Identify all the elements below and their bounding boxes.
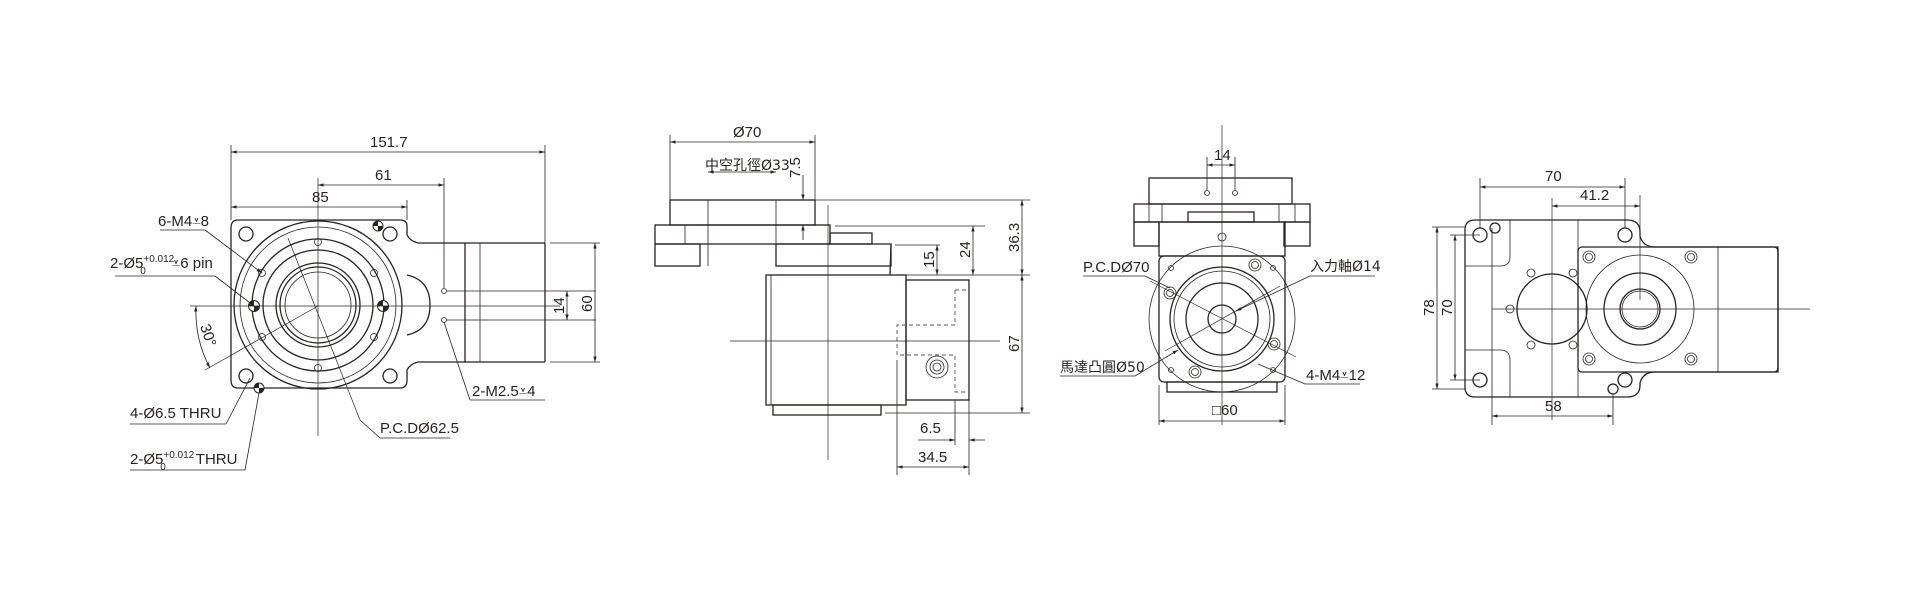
dim-step: 7.5 <box>787 157 804 178</box>
dim-center-to-bolt: 61 <box>375 167 392 184</box>
motor-view: 14 □60 P.C.DØ70 入力軸Ø14 馬達凸圓Ø50 4-M4⩡12 <box>1060 125 1381 425</box>
dim-6-5: 6.5 <box>920 420 941 437</box>
dim-bottom-70: 70 <box>1545 168 1562 185</box>
dim-height: 60 <box>579 295 596 312</box>
dim-hollow-bore: 中空孔徑Ø33 <box>705 158 790 174</box>
callout-input-shaft: 入力軸Ø14 <box>1310 259 1381 275</box>
dim-overall-width: 151.7 <box>370 134 408 151</box>
callout-motor-pcd: P.C.DØ70 <box>1083 259 1149 276</box>
dim-24: 24 <box>957 241 974 258</box>
dim-bottom-41-2: 41.2 <box>1580 187 1609 204</box>
callout-thru-holes: 4-Ø6.5 THRU <box>130 405 221 422</box>
callout-small-tap: 2-M2.5 <box>472 383 519 400</box>
callout-pin-thru: 2-Ø5 <box>130 451 163 468</box>
dim-15: 15 <box>921 251 938 268</box>
callout-pin-holes: 2-Ø5 <box>110 255 143 272</box>
dim-67: 67 <box>1006 335 1023 352</box>
dim-hole-spacing: 14 <box>551 297 568 314</box>
pin-marker <box>253 382 265 394</box>
side-view: Ø70 中空孔徑Ø33 7.5 15 24 36.3 67 6.5 34.5 <box>654 124 1030 475</box>
bottom-view: 70 41.2 78 70 58 <box>1421 168 1810 425</box>
dim-angle: 30° <box>196 322 219 349</box>
dim-motor-square: □60 <box>1212 402 1238 419</box>
dim-36-3: 36.3 <box>1006 223 1023 252</box>
callout-pcd: P.C.DØ62.5 <box>380 420 459 437</box>
dim-top-spacing: 14 <box>1214 147 1231 164</box>
dim-bottom-58: 58 <box>1545 398 1562 415</box>
callout-tapped-holes: 6-M4 <box>158 213 192 230</box>
callout-motor-tap: 4-M4 <box>1306 367 1340 384</box>
svg-text:4-M4⩡12: 4-M4⩡12 <box>1306 367 1365 384</box>
dim-bottom-70v: 70 <box>1439 299 1456 316</box>
dim-bottom-78: 78 <box>1421 299 1438 316</box>
dim-34-5: 34.5 <box>918 449 947 466</box>
svg-text:6-M4⩡8: 6-M4⩡8 <box>158 213 209 230</box>
dim-flange-width: 85 <box>312 189 329 206</box>
svg-text:2-M2.5⩡4: 2-M2.5⩡4 <box>472 383 536 400</box>
front-body-outline <box>230 219 466 389</box>
dim-flange-dia: Ø70 <box>733 124 761 141</box>
callout-motor-boss: 馬達凸圓Ø50 <box>1060 360 1145 376</box>
pin-marker <box>372 220 384 232</box>
